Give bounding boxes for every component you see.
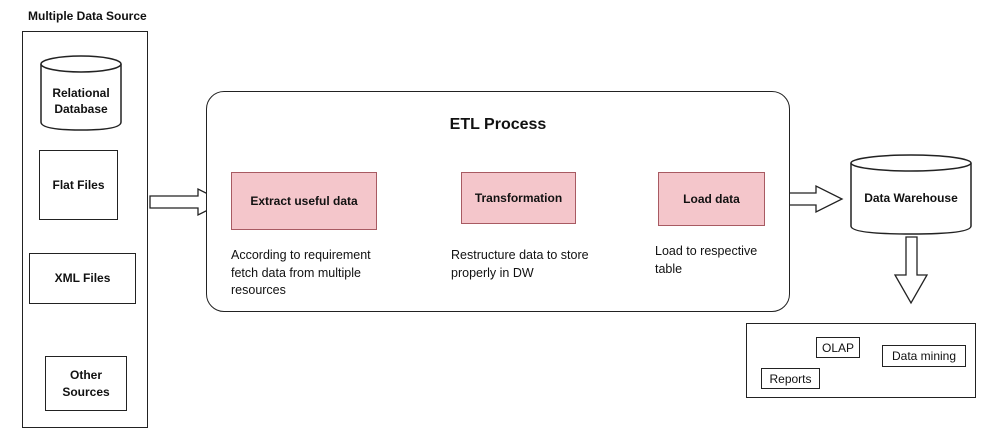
source-relational-database: Relational Database	[52, 85, 110, 116]
transformation-step: Transformation	[461, 172, 576, 224]
olap-box: OLAP	[816, 337, 860, 358]
arrow-warehouse-to-tools	[893, 236, 929, 305]
data-warehouse-cylinder-icon	[850, 154, 972, 235]
data-mining-box: Data mining	[882, 345, 966, 367]
extract-step: Extract useful data	[231, 172, 377, 230]
source-flat-files: Flat Files	[39, 150, 118, 220]
etl-process-title: ETL Process	[449, 116, 547, 133]
data-warehouse-label: Data Warehouse	[864, 190, 958, 205]
load-step: Load data	[658, 172, 765, 226]
source-other-sources: Other Sources	[45, 356, 127, 411]
source-xml-files: XML Files	[29, 253, 136, 304]
relational-db-cylinder-icon	[40, 55, 122, 131]
extract-note: According to requirement fetch data from…	[231, 248, 371, 297]
load-note: Load to respective table	[655, 244, 758, 276]
transformation-note: Restructure data to store properly in DW	[451, 248, 589, 280]
reports-box: Reports	[761, 368, 820, 389]
sources-title: Multiple Data Source	[28, 9, 147, 23]
